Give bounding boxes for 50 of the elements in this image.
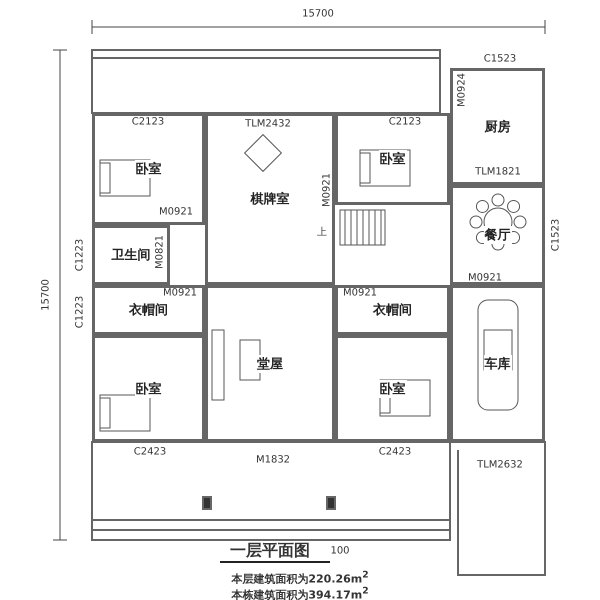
door-code: TLM2632 — [477, 460, 523, 470]
window-code: C2423 — [378, 446, 412, 458]
area-note: 本层建筑面积为220.26m$^{2}$ — [231, 570, 369, 586]
stair-note: 上 — [317, 226, 327, 239]
room-area — [92, 285, 205, 335]
door-code: M1832 — [256, 454, 290, 466]
room-label: 卧室 — [378, 380, 406, 398]
window-code: C1523 — [550, 218, 562, 252]
room-area — [92, 113, 205, 225]
window-code: C1223 — [74, 296, 86, 328]
window-code: C1223 — [74, 238, 86, 272]
room-label: 卧室 — [134, 380, 162, 398]
room-area — [92, 335, 205, 442]
room-area — [335, 335, 450, 442]
room-area — [92, 225, 170, 285]
door-code: M0921 — [158, 206, 194, 218]
window-code: C2123 — [132, 116, 164, 128]
door-code: TLM1821 — [475, 166, 521, 178]
room-area — [335, 285, 450, 335]
scale-note: 100 — [330, 546, 350, 556]
door-code: M0921 — [342, 288, 378, 298]
room-area — [335, 113, 450, 205]
room-area — [205, 113, 335, 285]
room-label: 堂屋 — [256, 354, 284, 372]
door-code: M0924 — [456, 72, 468, 108]
dimension-value: 15700 — [40, 279, 52, 311]
room-area — [450, 185, 545, 285]
room-label: 车库 — [484, 354, 512, 372]
room-label: 厨房 — [484, 118, 512, 136]
room-area — [450, 68, 545, 185]
dimension-value: 15700 — [302, 8, 334, 20]
room-area — [450, 285, 545, 442]
door-code: M0821 — [154, 234, 166, 270]
room-area — [205, 285, 335, 442]
room-label: 衣帽间 — [372, 301, 413, 319]
room-label: 卫生间 — [110, 246, 152, 264]
drawing-title: 一层平面图 — [230, 540, 310, 562]
door-code: M0921 — [162, 288, 198, 298]
room-label: 卧室 — [378, 150, 406, 168]
window-code: C1523 — [484, 54, 516, 64]
door-code: M0921 — [322, 172, 332, 208]
window-code: C2423 — [134, 446, 166, 458]
room-label: 餐厅 — [484, 226, 512, 244]
door-code: M0921 — [468, 272, 502, 284]
room-label: 衣帽间 — [128, 301, 169, 319]
window-code: C2123 — [388, 116, 422, 128]
room-label: 卧室 — [134, 160, 162, 178]
room-label: 棋牌室 — [250, 190, 290, 208]
area-note: 本栋建筑面积为394.17m$^{2}$ — [231, 586, 369, 600]
door-code: TLM2432 — [245, 118, 291, 130]
